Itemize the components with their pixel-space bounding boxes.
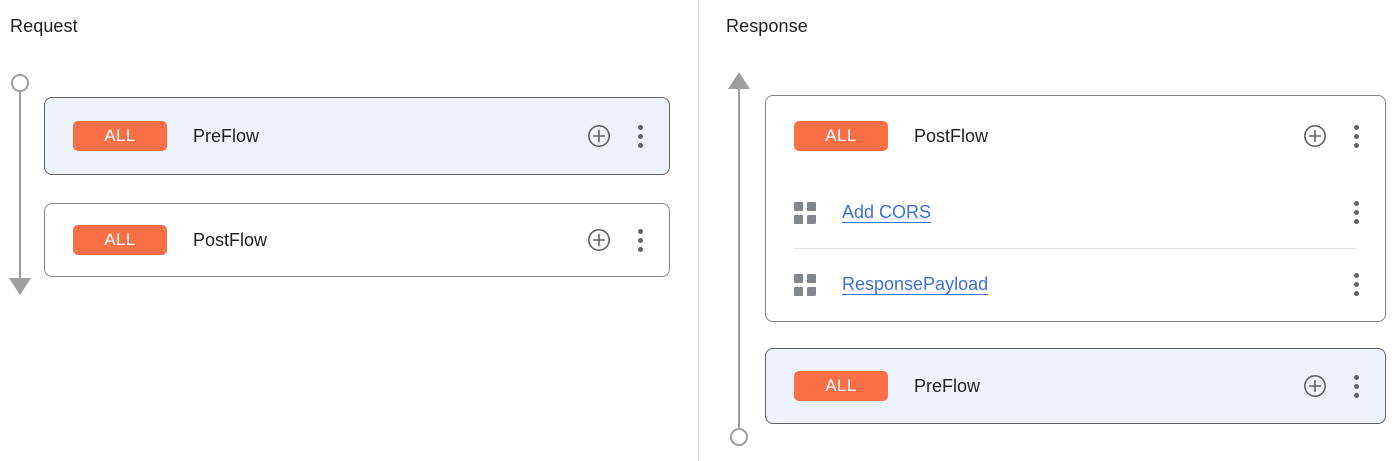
- policy-link[interactable]: ResponsePayload: [842, 274, 989, 294]
- more-vert-slot: [629, 124, 651, 148]
- row-actions: [1345, 200, 1367, 224]
- flow-card-header[interactable]: ALL PreFlow: [45, 98, 669, 174]
- flow-card-header[interactable]: ALL PostFlow: [766, 96, 1385, 176]
- flow-name-label: PreFlow: [193, 126, 260, 146]
- flow-card-response-preflow[interactable]: ALL PreFlow: [765, 348, 1386, 424]
- flow-arrow-up-icon: [728, 72, 750, 89]
- flow-start-circle-icon: [11, 74, 29, 92]
- verb-badge: ALL: [794, 121, 888, 151]
- panel-divider: [698, 0, 699, 461]
- flow-card-header[interactable]: ALL PreFlow: [766, 349, 1385, 423]
- row-actions: [1345, 272, 1367, 296]
- policy-row[interactable]: ResponsePayload: [766, 248, 1385, 320]
- grid-icon: [794, 274, 816, 296]
- verb-badge: ALL: [73, 121, 167, 151]
- more-vert-slot: [1345, 124, 1367, 148]
- row-actions: [1303, 124, 1367, 148]
- add-icon[interactable]: [1303, 374, 1327, 398]
- flow-start-circle-icon: [730, 428, 748, 446]
- flow-rail-line: [738, 89, 740, 428]
- more-vert-icon[interactable]: [1353, 374, 1359, 398]
- verb-badge: ALL: [794, 371, 888, 401]
- more-vert-slot: [1345, 272, 1367, 296]
- more-vert-icon[interactable]: [1353, 124, 1359, 148]
- policy-link[interactable]: Add CORS: [842, 202, 932, 222]
- row-actions: [587, 124, 651, 148]
- add-icon[interactable]: [587, 228, 611, 252]
- flow-name-label: PreFlow: [914, 376, 981, 396]
- more-vert-icon[interactable]: [1353, 272, 1359, 296]
- flow-card-request-postflow[interactable]: ALL PostFlow: [44, 203, 670, 277]
- response-panel-title: Response: [726, 16, 808, 36]
- verb-badge: ALL: [73, 225, 167, 255]
- add-icon[interactable]: [1303, 124, 1327, 148]
- row-actions: [587, 228, 651, 252]
- flow-card-header[interactable]: ALL PostFlow: [45, 204, 669, 276]
- row-actions: [1303, 374, 1367, 398]
- add-icon[interactable]: [587, 124, 611, 148]
- row-separator: [794, 248, 1357, 249]
- more-vert-slot: [1345, 374, 1367, 398]
- flow-name-label: PostFlow: [193, 230, 268, 250]
- request-panel-title: Request: [10, 16, 78, 36]
- more-vert-icon[interactable]: [637, 228, 643, 252]
- more-vert-icon[interactable]: [637, 124, 643, 148]
- flow-card-request-preflow[interactable]: ALL PreFlow: [44, 97, 670, 175]
- flow-name-label: PostFlow: [914, 126, 989, 146]
- grid-icon: [794, 202, 816, 224]
- more-vert-slot: [629, 228, 651, 252]
- more-vert-icon[interactable]: [1353, 200, 1359, 224]
- flow-card-response-postflow[interactable]: ALL PostFlow Add CORS: [765, 95, 1386, 322]
- policy-row[interactable]: Add CORS: [766, 176, 1385, 248]
- more-vert-slot: [1345, 200, 1367, 224]
- flow-arrow-down-icon: [9, 278, 31, 295]
- flow-rail-line: [19, 92, 21, 278]
